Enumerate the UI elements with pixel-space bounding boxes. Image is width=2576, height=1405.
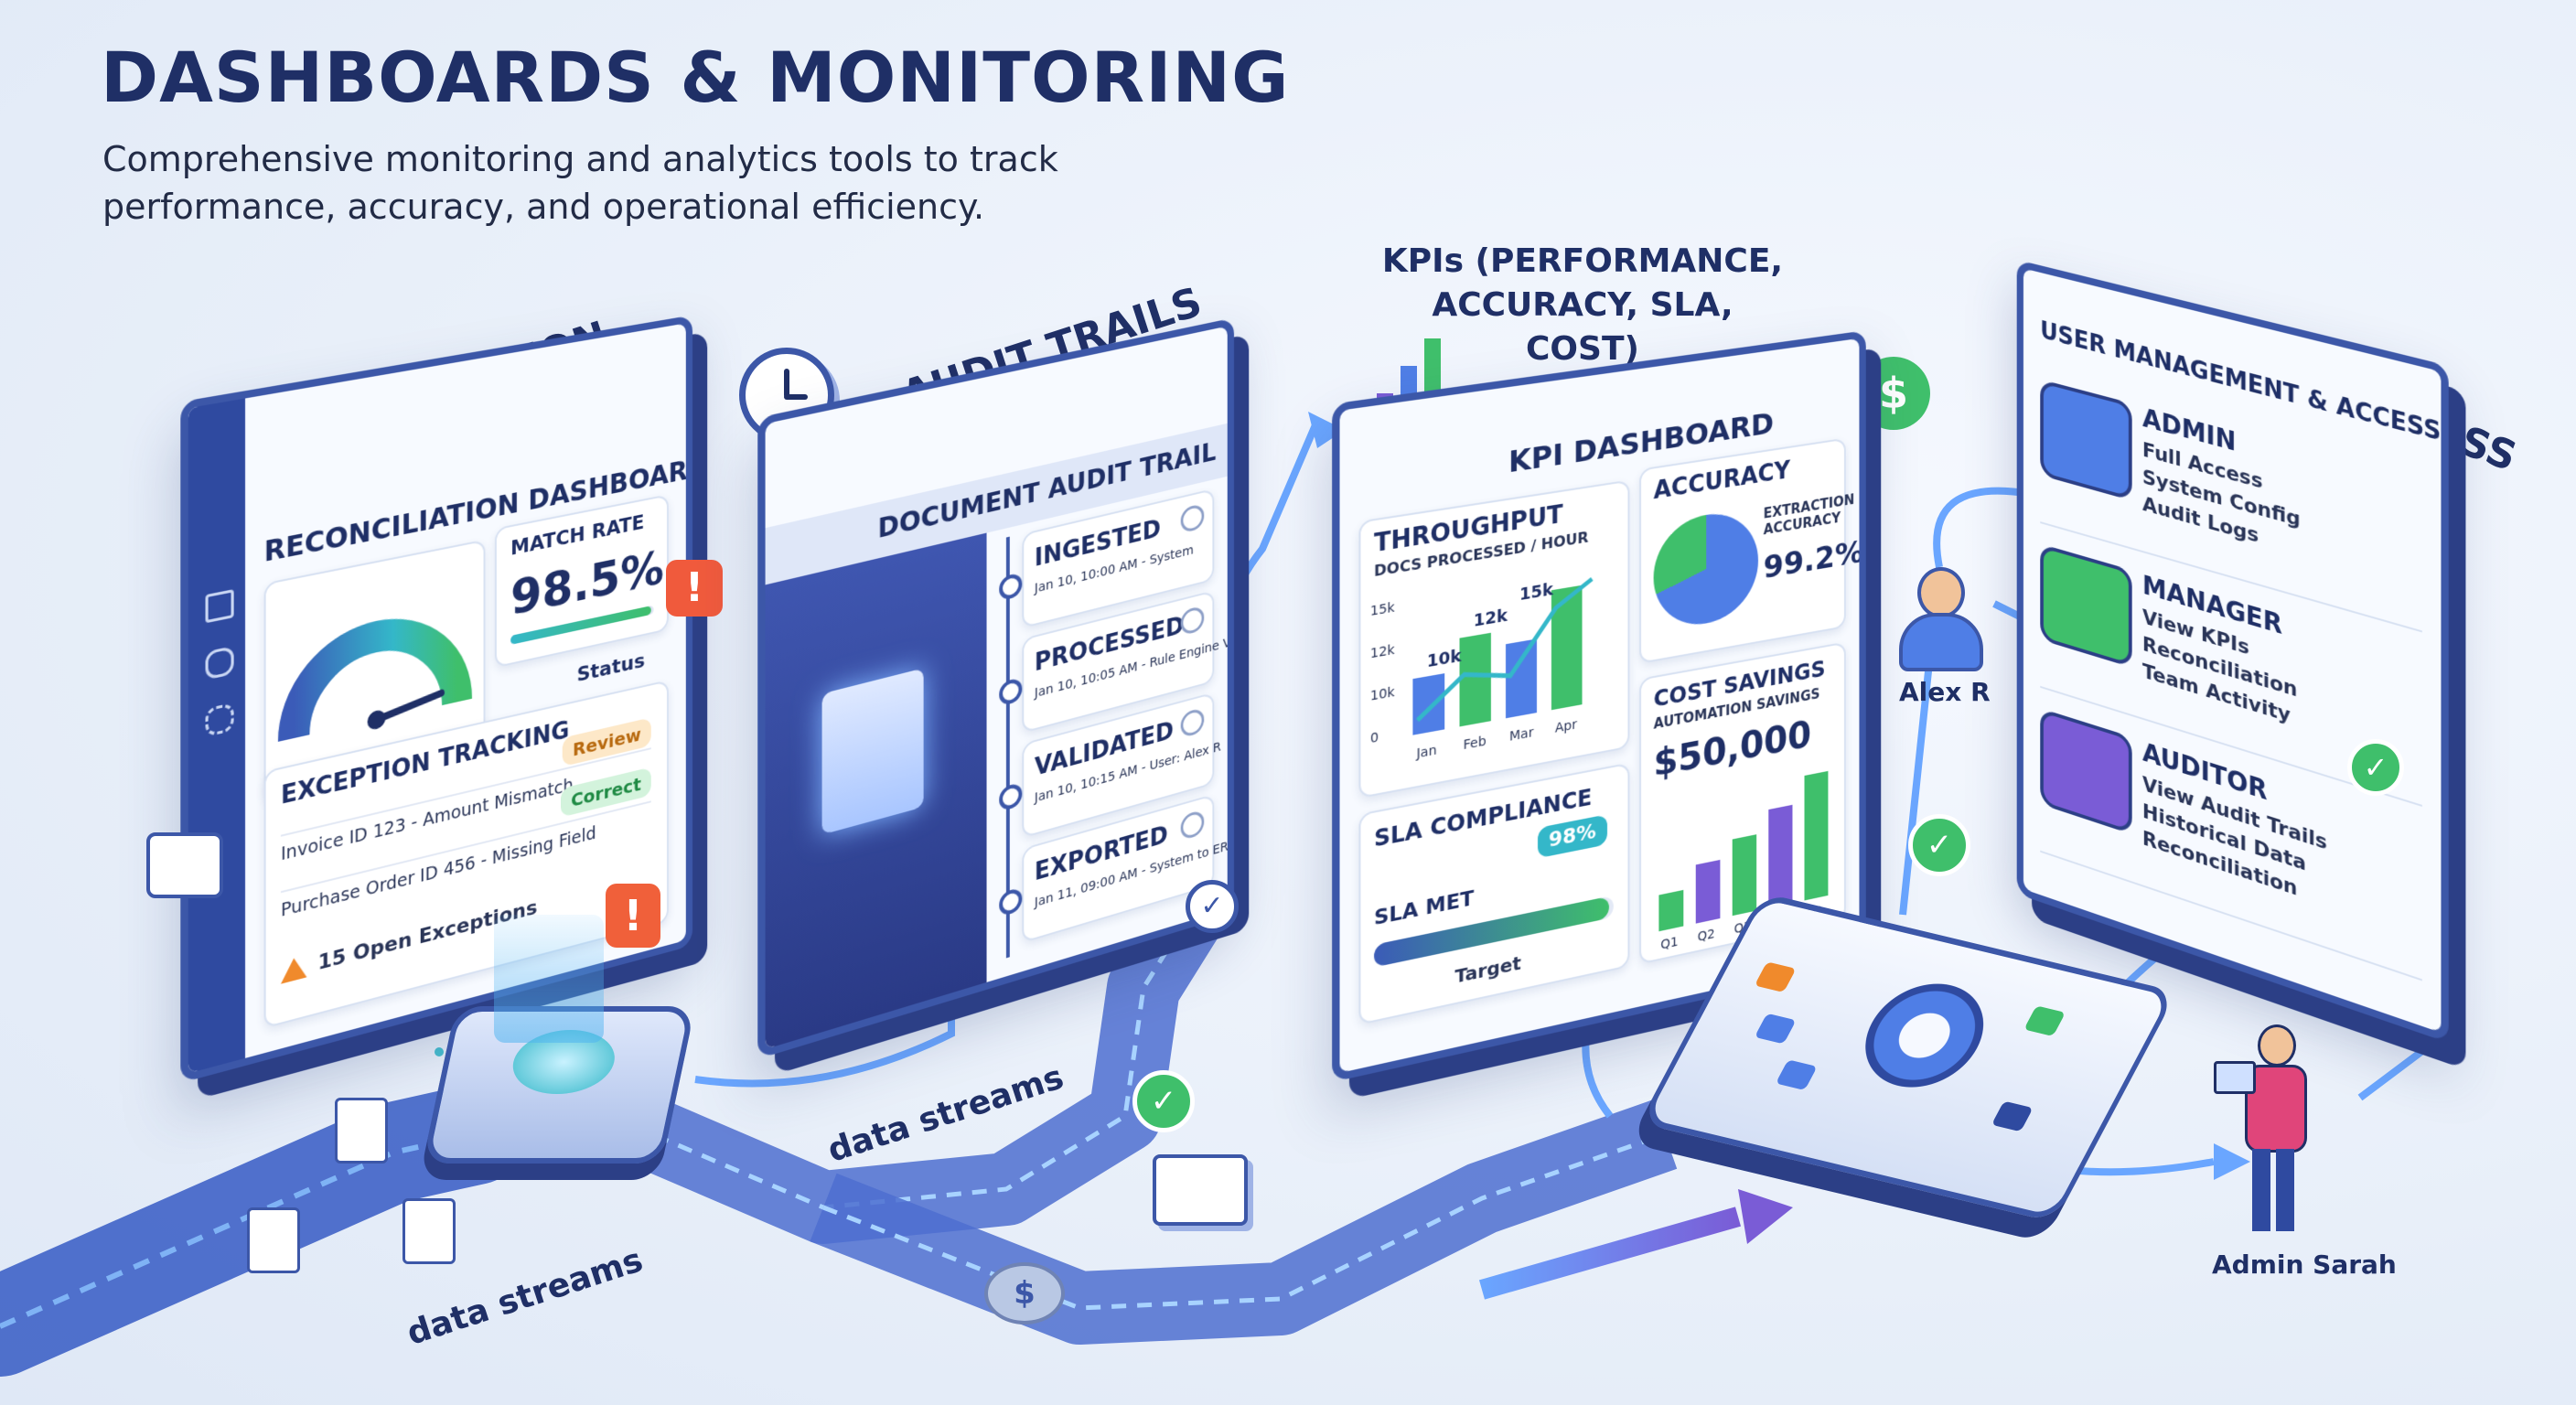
tablet-icon [2214,1061,2256,1094]
accuracy-value: 99.2% [1763,533,1864,587]
donut-chart-icon [1844,972,2004,1099]
check-icon: ✓ [1908,814,1970,876]
reconciliation-sidebar [188,398,246,1074]
user-icon [1180,605,1205,637]
page-title: DASHBOARDS & MONITORING [101,37,1290,118]
cost-bar [1695,859,1721,924]
sla-compliance-card: SLA COMPLIANCE 98% SLA MET Target [1358,762,1630,1025]
user-icon [1180,707,1205,739]
user-avatar-alex [1894,567,1983,671]
audit-document-pane [765,532,987,1050]
document-icon [335,1098,388,1164]
alert-icon: ! [606,884,660,948]
check-icon: ✓ [1132,1070,1195,1132]
user-name-alex: Alex R [1899,677,1991,707]
user-figure-sarah [2214,1024,2314,1235]
quarter-tick-label: Q2 [1698,927,1715,945]
dollar-bubble-icon: $ [1857,357,1930,430]
reconciliation-panel: RECONCILIATION DASHBOARD MATCH RATE MATC… [180,315,693,1084]
cost-bar [1658,889,1684,932]
section-label-kpis: KPIs (PERFORMANCE, ACCURACY, SLA, COST) [1381,242,1784,368]
user-name-sarah: Admin Sarah [2212,1249,2397,1280]
status-badge-review[interactable]: Review [562,717,651,767]
throughput-callout: 15k [1519,580,1554,605]
timeline-dot [999,886,1023,917]
control-key[interactable] [1754,961,1797,993]
month-tick-label: Jan [1415,743,1436,761]
document-icon [247,1207,300,1273]
status-column-label: Status [576,649,645,688]
throughput-bar [1459,632,1491,727]
gear-icon [2040,379,2132,501]
gauge-card: MATCH RATE [264,539,486,804]
document-message-icon [146,832,223,898]
accuracy-title: ACCURACY [1653,456,1791,506]
accuracy-card: ACCURACY EXTRACTION ACCURACY 99.2% [1639,437,1863,664]
document-icon [821,668,924,835]
throughput-bar [1412,673,1445,735]
timeline-dot [999,572,1023,602]
axis-tick-label: 0 [1370,730,1379,746]
axis-tick-label: 15k [1370,600,1396,619]
control-key[interactable] [2023,1005,2066,1037]
throughput-bar [1506,638,1538,719]
throughput-callout: 10k [1427,646,1463,671]
month-tick-label: Apr [1555,717,1577,735]
check-icon: ✓ [2347,739,2404,796]
cost-bar [1804,770,1829,901]
user-icon [1180,503,1205,534]
alert-icon: ! [666,560,723,617]
hub-beam [494,915,604,1043]
check-icon: ✓ [1186,880,1239,933]
control-key[interactable] [1775,1059,1818,1091]
match-rate-card: MATCH RATE 98.5% [494,494,669,669]
kpi-section-label: KPIs (PERFORMANCE, ACCURACY, SLA, COST) [1381,240,1784,371]
cost-bar [1732,834,1757,917]
sla-value-badge: 98% [1538,814,1607,859]
page-subtitle: Comprehensive monitoring and analytics t… [102,139,1058,227]
document-icon [402,1198,456,1264]
timeline-dot [999,677,1023,707]
month-tick-label: Mar [1509,725,1534,745]
coin-icon: $ [984,1262,1065,1325]
sidebar-icon-list[interactable] [205,589,234,624]
accuracy-subtitle: EXTRACTION ACCURACY [1763,491,1855,539]
throughput-callout: 12k [1474,606,1508,631]
quarter-tick-label: Q1 [1660,935,1678,953]
match-rate-gauge [266,542,484,773]
sla-met-label: SLA MET [1374,886,1475,931]
user-chart-icon [2040,543,2132,668]
sla-target-label: Target [1454,951,1521,988]
magnifier-icon [2040,708,2132,835]
month-tick-label: Feb [1464,734,1487,753]
axis-tick-label: 12k [1370,642,1396,661]
axis-tick-label: 10k [1370,685,1396,704]
user-icon [1180,809,1205,842]
control-key[interactable] [1754,1013,1797,1045]
cost-bar [1768,804,1793,908]
throughput-bar [1551,585,1583,711]
warning-icon [280,954,307,984]
timeline-dot [999,781,1023,812]
document-stack-icon [1153,1154,1248,1226]
accuracy-pie [1653,506,1759,633]
control-key[interactable] [1991,1100,2034,1132]
